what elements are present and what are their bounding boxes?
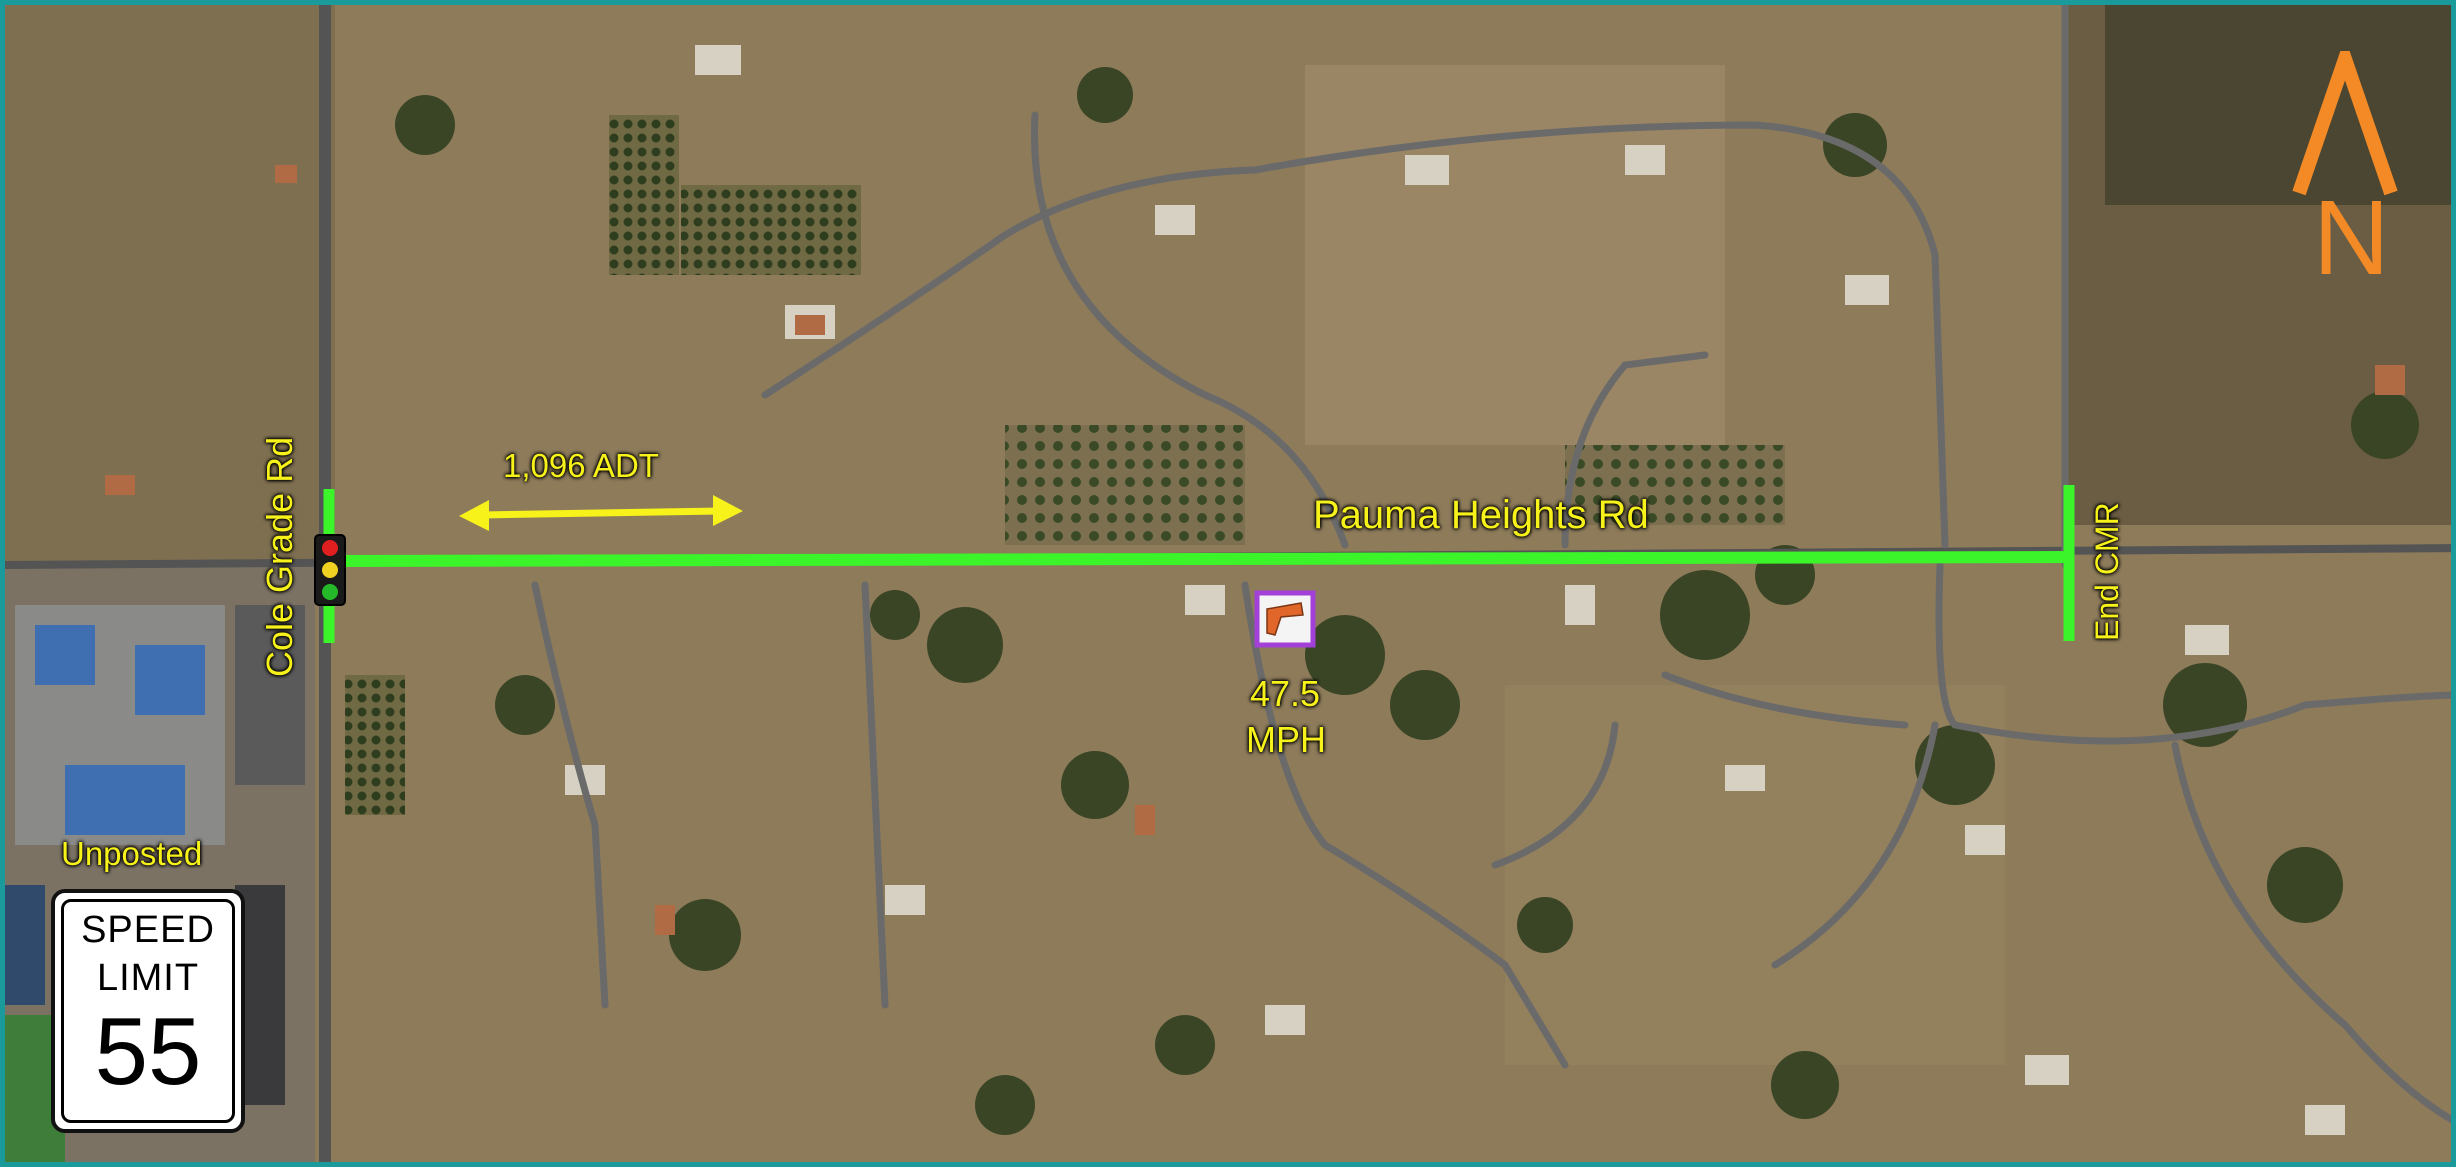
traffic-signal-icon [314,534,346,606]
speed-survey-unit: MPH [1246,719,1326,760]
sign-border [61,899,235,1123]
adt-double-arrow-icon [459,495,743,531]
speed-limit-status: Unposted [61,835,203,872]
sign-line-limit: LIMIT [96,957,200,999]
speed-survey-value: 47.5 [1249,673,1321,714]
study-segment-line [339,551,2068,567]
sign-line-speed: SPEED [81,909,215,951]
end-cmr-label: End CMR [2089,502,2125,641]
segment-overlay [314,485,2075,648]
road-name-label: Pauma Heights Rd [1313,493,1649,537]
north-label: N [2313,179,2390,297]
adt-label: 1,096 ADT [503,447,659,484]
aerial-imagery [5,5,2451,1162]
radar-speed-gun-icon [1254,590,1316,648]
sign-speed-value: 55 [94,998,202,1105]
cross-street-label: Cole Grade Rd [259,436,300,677]
speed-limit-sign: SPEED LIMIT 55 [51,889,245,1133]
north-arrow-icon [2292,51,2398,196]
